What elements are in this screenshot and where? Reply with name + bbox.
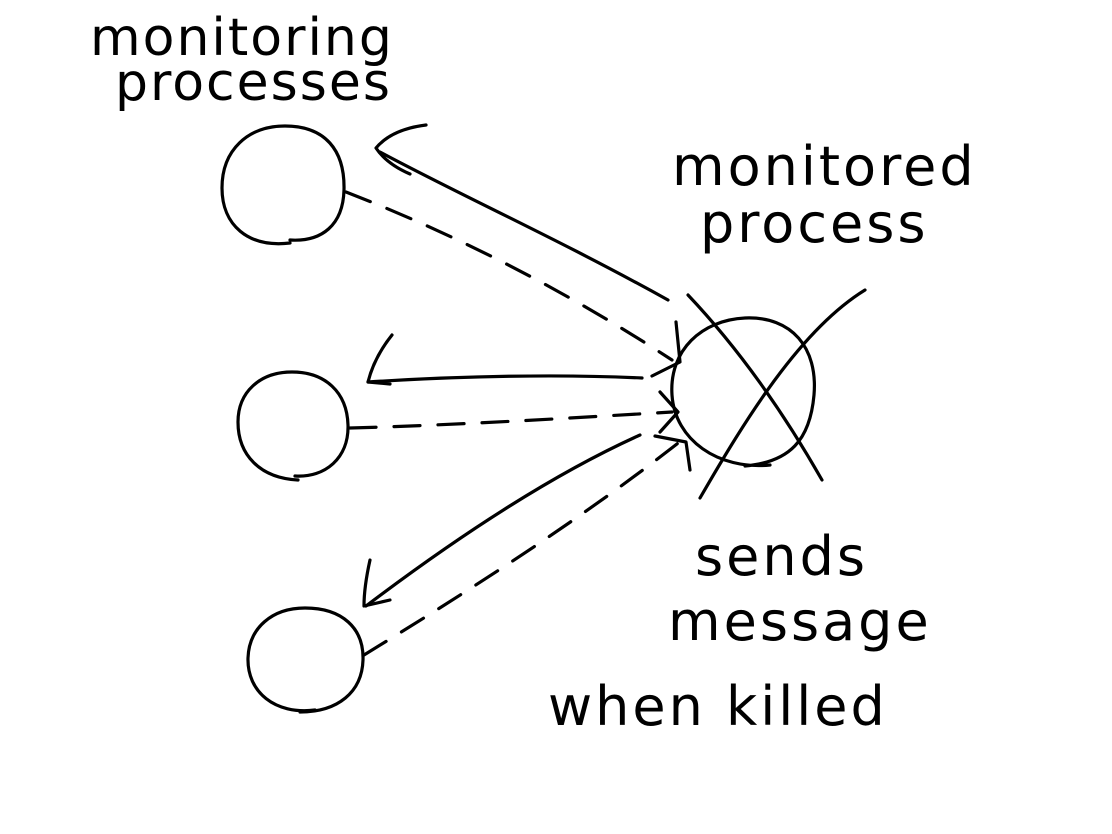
monitoring-node-2 <box>236 370 350 482</box>
down-message-1-arrowhead <box>374 123 428 176</box>
monitoring-label-line2: processes <box>115 53 392 113</box>
down-message-3 <box>364 433 642 608</box>
monitor-link-2 <box>348 410 674 430</box>
down-message-2-arrowhead <box>366 333 394 386</box>
monitor-link-2-arrowhead <box>658 390 680 434</box>
note-line1: sends <box>695 525 868 588</box>
monitor-link-1-arrowhead <box>650 320 682 378</box>
monitor-link-3-arrowhead <box>653 434 692 472</box>
monitored-node <box>670 316 816 468</box>
monitoring-node-1 <box>220 124 346 246</box>
down-message-3-arrowhead <box>362 558 392 608</box>
monitored-label-line2: process <box>700 192 929 255</box>
monitor-link-3 <box>362 438 684 657</box>
kill-cross-stroke-1 <box>686 293 824 482</box>
monitored-label-line1: monitored <box>672 135 977 198</box>
monitor-link-1 <box>344 190 674 362</box>
down-message-1 <box>378 150 670 302</box>
monitoring-label-line1: monitoring <box>90 8 394 68</box>
kill-cross-stroke-2 <box>698 288 867 500</box>
note-line3: when killed <box>548 675 888 738</box>
note-line2: message <box>668 590 932 653</box>
monitoring-node-3 <box>246 606 365 714</box>
down-message-2 <box>366 374 644 384</box>
